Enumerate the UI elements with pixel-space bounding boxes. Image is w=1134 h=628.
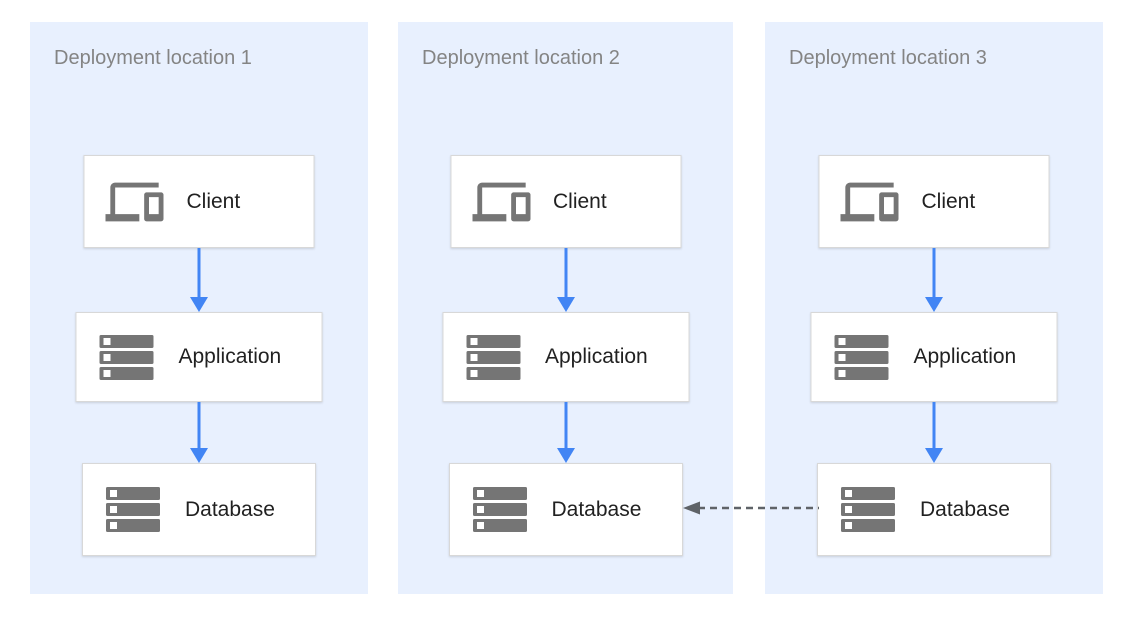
database-node: Database <box>448 463 683 556</box>
application-to-database-arrow <box>932 402 936 449</box>
node-label: Client <box>186 189 241 213</box>
node-label: Database <box>185 497 275 521</box>
deployment-location-2-panel: Deployment location 2 Client Application… <box>398 22 733 594</box>
client-node: Client <box>818 155 1050 248</box>
database-node: Database <box>82 463 316 556</box>
node-label: Client <box>553 189 607 213</box>
node-label: Application <box>545 345 648 368</box>
deployment-location-1-panel: Deployment location 1 Client Application… <box>30 22 368 594</box>
arrow-head-down-icon <box>190 297 208 312</box>
client-node: Client <box>83 155 315 248</box>
node-label: Application <box>178 345 282 368</box>
arrow-head-down-icon <box>556 297 575 312</box>
node-label: Database <box>551 497 642 521</box>
server-stack-icon <box>470 484 530 536</box>
client-to-application-arrow <box>932 248 936 299</box>
node-label: Application <box>913 345 1017 368</box>
node-label: Database <box>920 497 1010 521</box>
application-node: Application <box>442 312 689 402</box>
server-stack-icon <box>97 331 157 383</box>
arrow-head-down-icon <box>925 448 943 463</box>
devices-icon <box>105 176 165 228</box>
arrow-head-down-icon <box>925 297 943 312</box>
devices-icon <box>471 176 531 228</box>
server-stack-icon <box>838 484 898 536</box>
application-node: Application <box>810 312 1058 402</box>
devices-icon <box>840 176 900 228</box>
server-stack-icon <box>103 484 163 536</box>
arrow-head-down-icon <box>190 448 208 463</box>
panel-title: Deployment location 3 <box>789 47 987 69</box>
server-stack-icon <box>463 331 523 383</box>
client-to-application-arrow <box>197 248 201 299</box>
client-node: Client <box>450 155 681 248</box>
database-replication-dashed-arrow <box>683 501 819 515</box>
application-to-database-arrow <box>564 402 567 449</box>
application-to-database-arrow <box>197 402 201 449</box>
panel-title: Deployment location 2 <box>422 47 620 69</box>
client-to-application-arrow <box>564 248 567 299</box>
deployment-location-3-panel: Deployment location 3 Client Application… <box>765 22 1103 594</box>
database-node: Database <box>817 463 1051 556</box>
server-stack-icon <box>832 331 892 383</box>
panel-title: Deployment location 1 <box>54 47 252 69</box>
node-label: Client <box>921 189 976 213</box>
arrow-head-down-icon <box>556 448 575 463</box>
application-node: Application <box>75 312 323 402</box>
